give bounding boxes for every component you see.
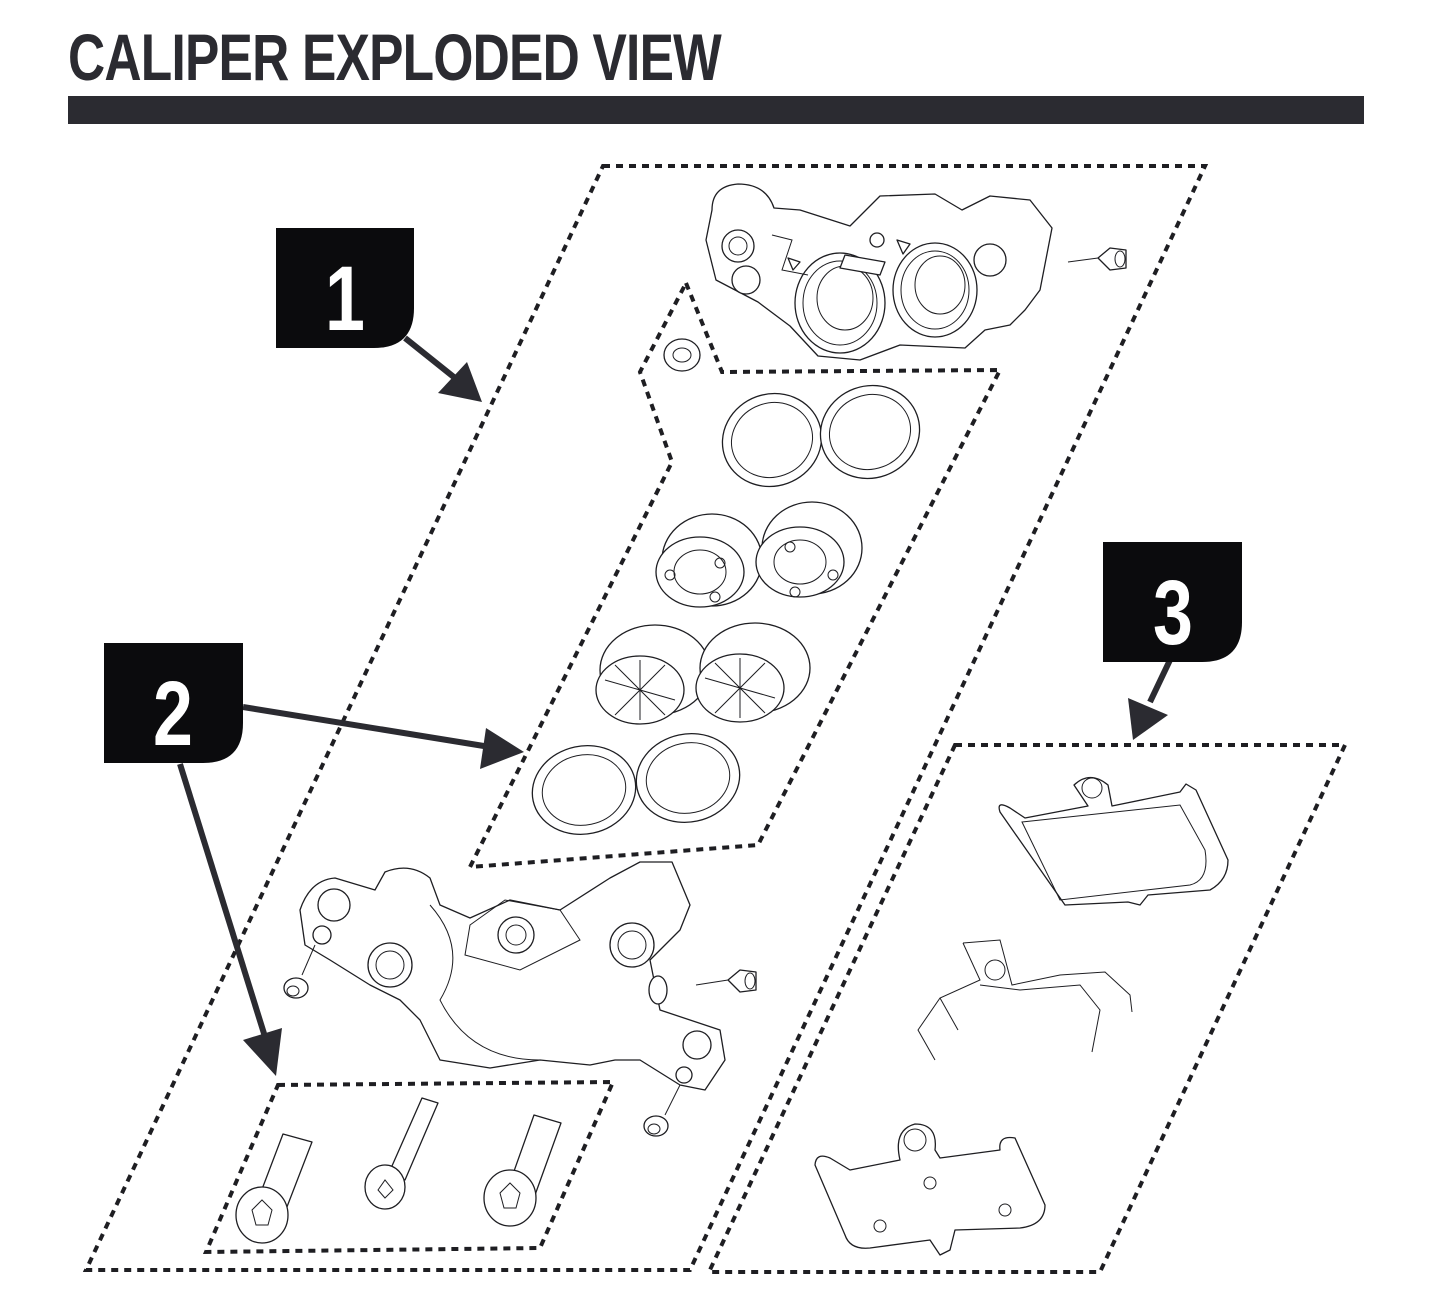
pad-spring	[917, 939, 1133, 1061]
callout-1-number: 1	[325, 247, 365, 350]
group-outline-3	[705, 743, 1349, 1274]
bleed-screw-bottom	[643, 1084, 681, 1137]
bleed-screw-right	[695, 969, 757, 993]
outboard-caliper-half	[705, 183, 1053, 361]
bleed-screw-top	[1067, 247, 1127, 271]
callout-3: 3	[1103, 542, 1242, 664]
group-outline-1	[82, 164, 1209, 1272]
title-underline-bar	[68, 96, 1364, 124]
bleed-screw-left	[283, 944, 316, 999]
callout-2-arrow-to-bolts	[177, 763, 282, 1076]
page-title: CALIPER EXPLODED VIEW	[68, 20, 722, 94]
brake-pad-back	[814, 1123, 1046, 1256]
callout-3-arrow	[1128, 658, 1173, 740]
piston-seal-pair-top	[721, 384, 921, 488]
callout-2-number: 2	[153, 662, 193, 765]
callout-1: 1	[276, 228, 414, 350]
mounting-bolt-middle	[364, 1097, 439, 1210]
inboard-caliper-half	[299, 861, 726, 1091]
crush-washer	[663, 338, 701, 372]
callout-3-number: 3	[1153, 561, 1193, 664]
piston-seal-pair-bottom	[531, 732, 741, 836]
group-outline-2-bolts	[202, 1079, 617, 1255]
brake-pad-front	[998, 776, 1229, 906]
mounting-bolt-left	[235, 1133, 313, 1244]
callout-1-arrow	[403, 335, 482, 402]
callout-2-arrow-to-seals	[242, 704, 524, 769]
callout-2: 2	[104, 643, 243, 765]
piston-pair-cross	[595, 622, 811, 725]
piston-pair-round	[655, 501, 863, 608]
mounting-bolt-right	[483, 1114, 562, 1227]
